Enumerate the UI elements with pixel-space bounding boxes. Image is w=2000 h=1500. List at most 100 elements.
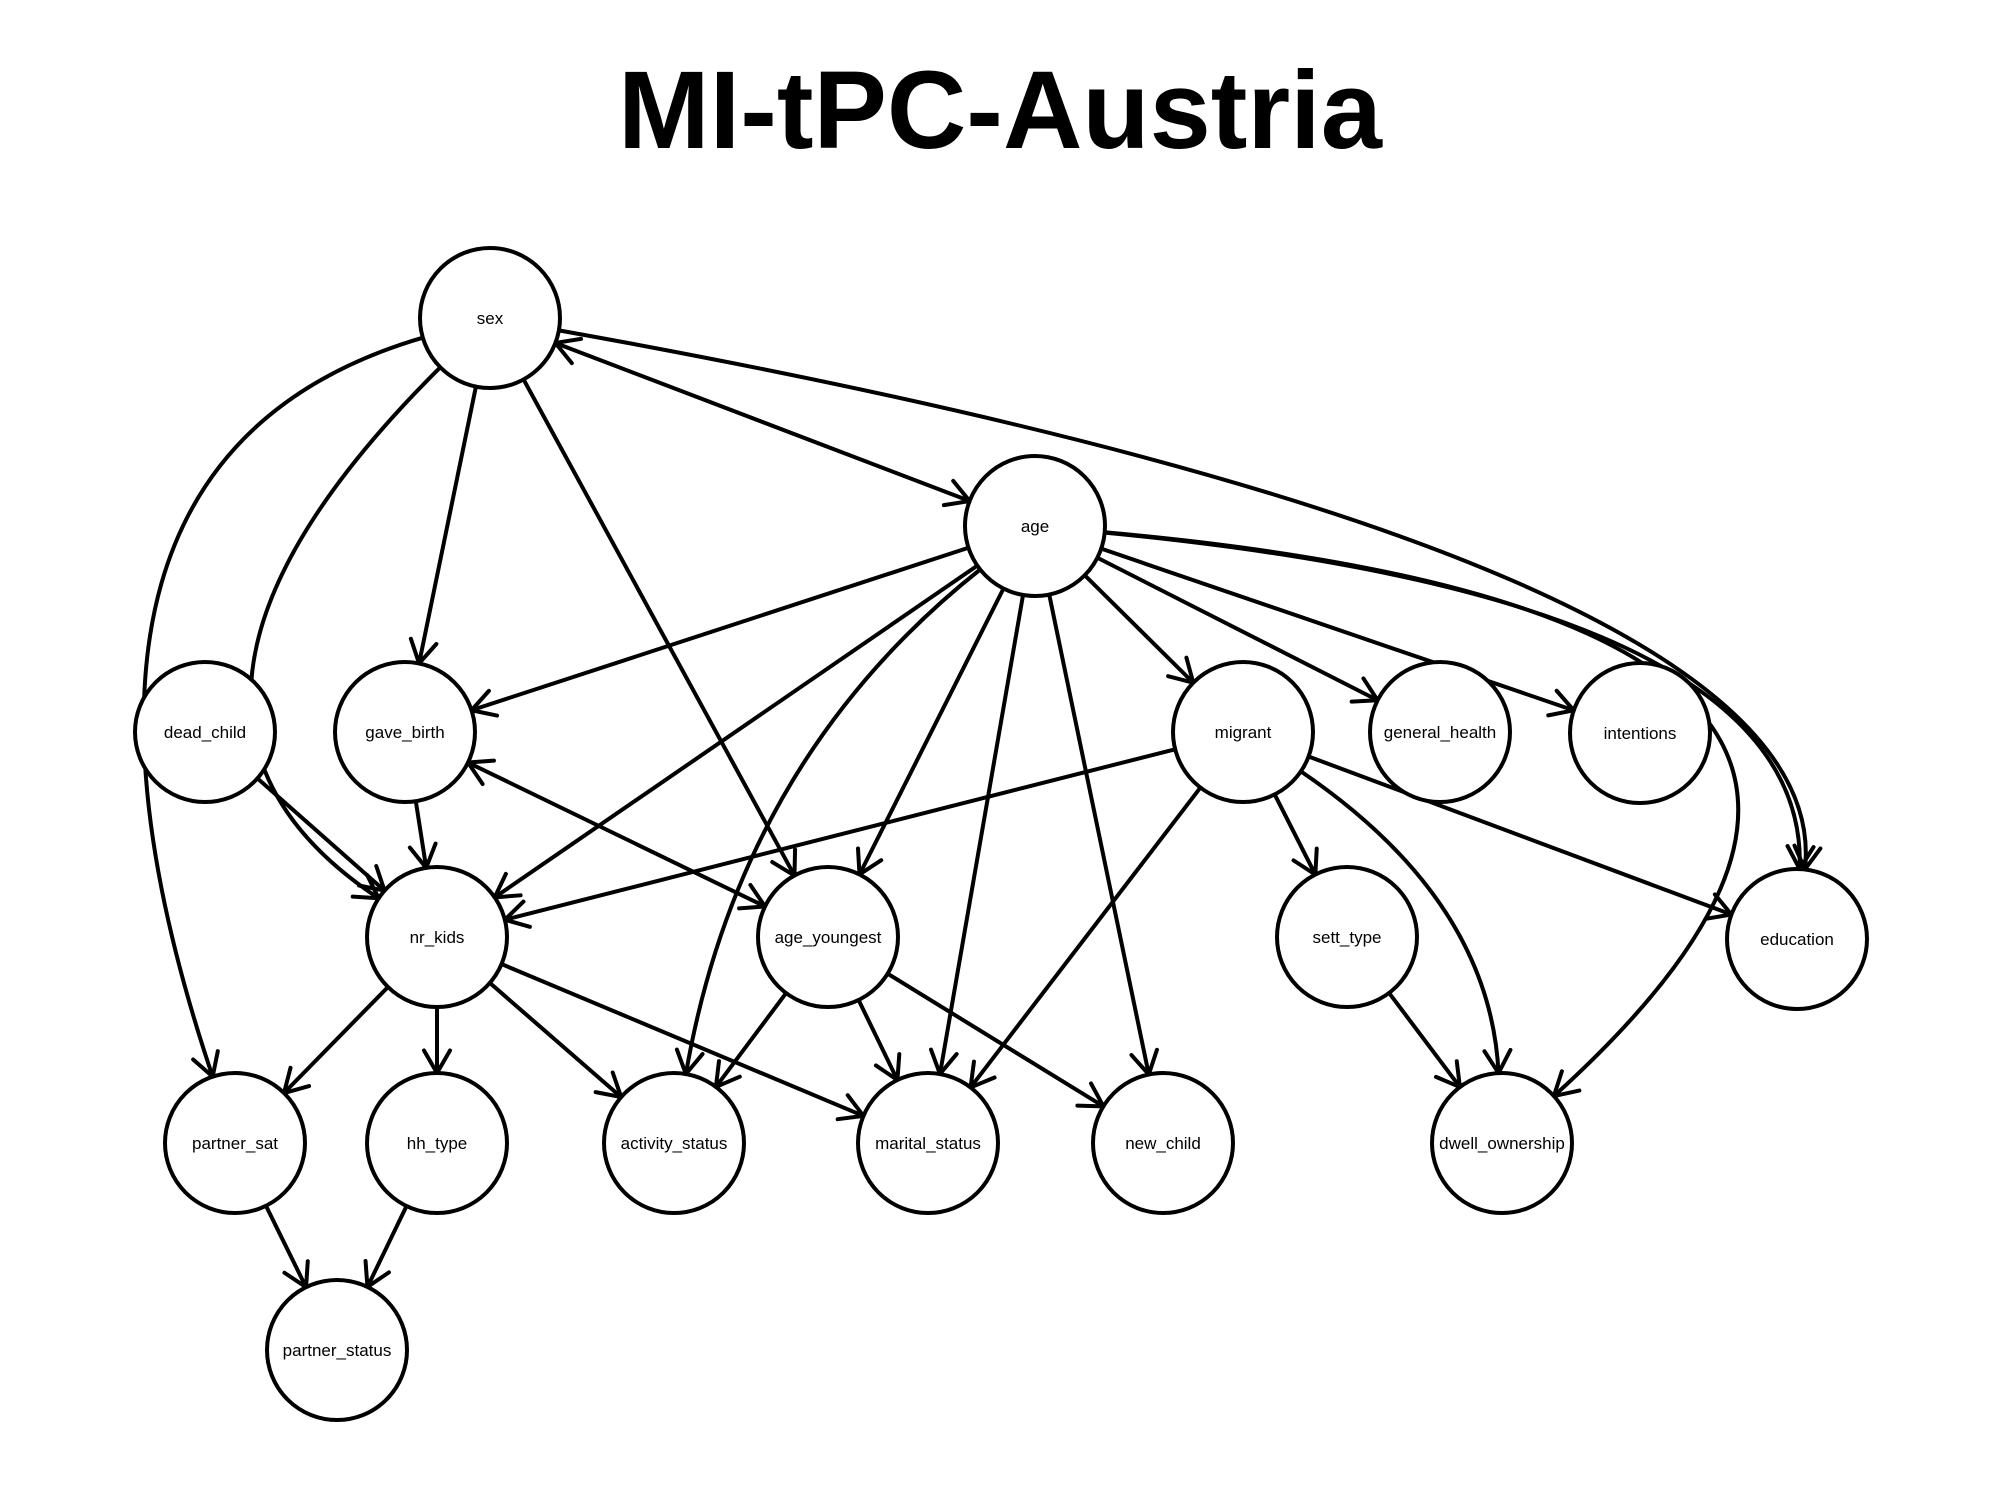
node-gave_birth: gave_birth: [333, 660, 477, 804]
node-circle: [1275, 865, 1419, 1009]
node-circle: [1430, 1071, 1574, 1215]
node-circle: [856, 1071, 1000, 1215]
edge-sett_type-dwell_ownership: [1387, 991, 1462, 1090]
edge-gave_birth-nr_kids: [407, 800, 438, 870]
node-nr_kids: nr_kids: [365, 865, 509, 1009]
edge-age-marital_status: [928, 594, 1026, 1077]
node-label: gave_birth: [365, 723, 444, 742]
node-circle: [963, 454, 1107, 598]
edge-nr_kids-partner_sat: [282, 985, 390, 1096]
node-circle: [163, 1071, 307, 1215]
edge-line: [248, 365, 442, 900]
edge-line: [937, 594, 1026, 1075]
edge-age_youngest-activity_status: [713, 991, 788, 1089]
edge-line: [1299, 769, 1501, 1074]
node-dwell_ownership: dwell_ownership: [1430, 1071, 1574, 1215]
edge-line: [470, 545, 970, 713]
node-label: age_youngest: [775, 928, 882, 947]
edge-line: [504, 747, 1176, 922]
node-circle: [133, 660, 277, 804]
edge-line: [554, 341, 971, 503]
node-intentions: intentions: [1568, 661, 1712, 805]
edge-line: [493, 564, 979, 899]
edge-sex-nr_kids: [248, 365, 442, 901]
node-sett_type: sett_type: [1275, 865, 1419, 1009]
edge-line: [1272, 793, 1318, 876]
edge-line: [521, 378, 797, 877]
edge-line: [558, 328, 1808, 870]
node-label: age: [1021, 517, 1049, 536]
arrowhead: [492, 871, 523, 900]
edge-line: [1096, 555, 1379, 703]
edge-age-gave_birth: [469, 545, 970, 718]
node-circle: [1568, 661, 1712, 805]
node-marital_status: marital_status: [856, 1071, 1000, 1215]
node-circle: [265, 1278, 409, 1422]
nodes-layer: sex age dead_child gave_birth migrant general…: [133, 246, 1869, 1422]
edge-age-migrant: [1083, 573, 1196, 685]
node-age: age: [963, 454, 1107, 598]
node-general_health: general_health: [1368, 660, 1512, 804]
edge-line: [1104, 530, 1741, 1098]
node-partner_status: partner_status: [265, 1278, 409, 1422]
node-circle: [1725, 867, 1869, 1011]
node-circle: [418, 246, 562, 390]
node-label: education: [1760, 930, 1834, 949]
edge-line: [1100, 546, 1575, 713]
edge-hh_type-partner_status: [363, 1205, 409, 1289]
node-label: partner_status: [283, 1341, 392, 1360]
edge-line: [282, 985, 390, 1095]
edge-line: [683, 567, 982, 1075]
node-circle: [602, 1071, 746, 1215]
edge-nr_kids-hh_type: [422, 1007, 452, 1075]
node-education: education: [1725, 867, 1869, 1011]
node-label: general_health: [1384, 723, 1496, 742]
edge-line: [500, 962, 865, 1118]
edge-nr_kids-activity_status: [488, 981, 624, 1100]
edge-line: [417, 386, 478, 664]
node-label: migrant: [1215, 723, 1272, 742]
node-label: activity_status: [621, 1134, 728, 1153]
edge-age-dwell_ownership: [1104, 530, 1741, 1099]
edge-sex-age: [553, 336, 972, 508]
edge-line: [714, 991, 788, 1089]
node-label: new_child: [1125, 1134, 1201, 1153]
edge-age-new_child: [1047, 594, 1159, 1077]
node-circle: [1368, 660, 1512, 804]
node-dead_child: dead_child: [133, 660, 277, 804]
node-label: intentions: [1604, 724, 1677, 743]
edge-sex-gave_birth: [408, 386, 478, 666]
node-sex: sex: [418, 246, 562, 390]
edge-line: [1047, 594, 1151, 1075]
edge-age-intentions: [1100, 546, 1576, 718]
edge-line: [264, 1204, 308, 1289]
edge-age-nr_kids: [492, 564, 979, 900]
edge-line: [413, 800, 429, 869]
edge-line: [467, 760, 766, 909]
node-label: dead_child: [164, 723, 246, 742]
node-label: marital_status: [875, 1134, 981, 1153]
node-activity_status: activity_status: [602, 1071, 746, 1215]
node-migrant: migrant: [1171, 660, 1315, 804]
edge-line: [365, 1205, 409, 1288]
node-circle: [756, 865, 900, 1009]
node-partner_sat: partner_sat: [163, 1071, 307, 1215]
node-new_child: new_child: [1091, 1071, 1235, 1215]
edge-line: [968, 786, 1203, 1089]
node-label: nr_kids: [410, 928, 465, 947]
edge-line: [857, 587, 1006, 876]
edge-line: [256, 776, 386, 893]
node-label: hh_type: [407, 1134, 468, 1153]
edge-migrant-marital_status: [968, 786, 1203, 1090]
edge-line: [1387, 991, 1462, 1089]
node-hh_type: hh_type: [365, 1071, 509, 1215]
node-age_youngest: age_youngest: [756, 865, 900, 1009]
node-label: sex: [477, 309, 504, 328]
diagram-title: MI-tPC-Austria: [618, 49, 1382, 172]
edge-line: [488, 981, 623, 1099]
node-circle: [365, 1071, 509, 1215]
edge-age_youngest-marital_status: [856, 999, 902, 1083]
node-label: sett_type: [1313, 928, 1382, 947]
node-circle: [365, 865, 509, 1009]
